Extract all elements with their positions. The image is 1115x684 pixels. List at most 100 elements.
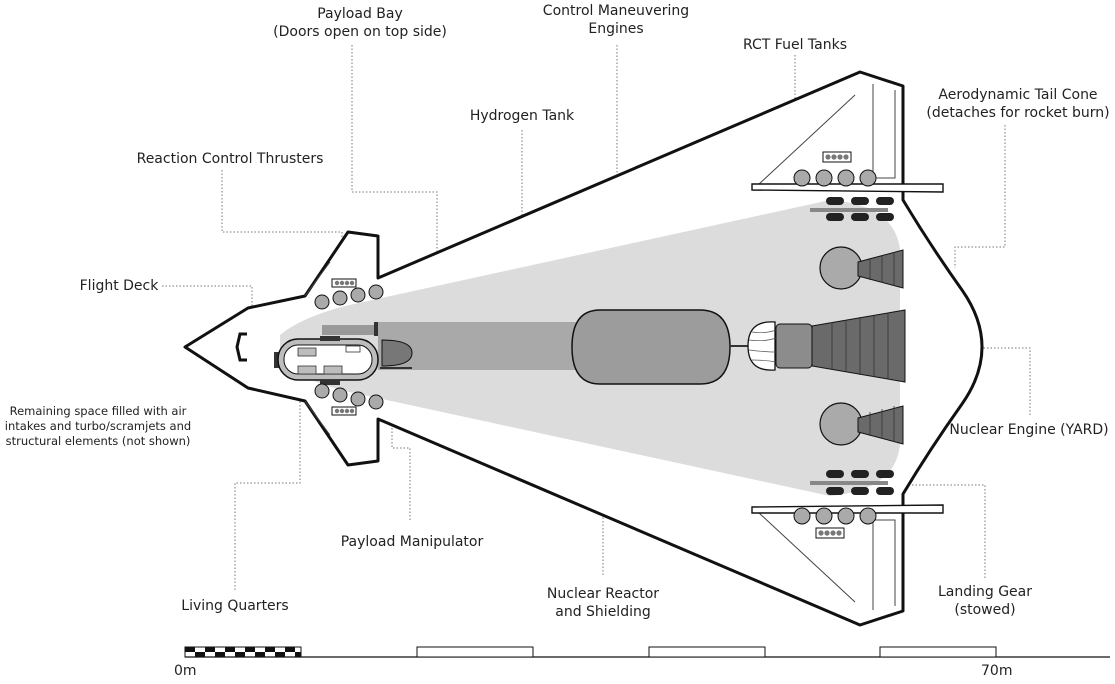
main-engine-ribs — [831, 313, 889, 379]
front-pack-lower-1 — [334, 408, 340, 414]
fin-panels — [304, 84, 896, 610]
front-rcs-upper — [314, 284, 384, 310]
reactor-shield-ribs — [748, 329, 777, 363]
rct-fuel-pack-upper — [822, 151, 852, 163]
landing-gear-lower — [810, 470, 894, 495]
upper-wing-edge — [757, 94, 856, 186]
rct-pack-upper-1 — [825, 154, 831, 160]
remaining-space-line-3: structural elements (not shown) — [5, 434, 191, 448]
nuclear-reactor-line-2: and Shielding — [555, 604, 651, 620]
front-rct-pack-upper — [331, 278, 357, 288]
checker-2 — [195, 652, 205, 657]
payload-bay-block — [378, 322, 576, 370]
front-pack-lower-2 — [339, 408, 345, 414]
payload-bay-line-1: Payload Bay — [317, 6, 403, 22]
rct-pack-upper-box — [822, 151, 852, 163]
checker-4 — [215, 652, 225, 657]
front-rcs-lower — [314, 383, 384, 410]
checker-5 — [225, 647, 235, 652]
leader-payload-manipulator — [391, 372, 411, 520]
bunk-4 — [345, 345, 361, 353]
rct-fuel-tanks-line-1: RCT Fuel Tanks — [742, 37, 847, 53]
leader-nuclear-engine — [905, 347, 1031, 415]
label-hydrogen-tank: Hydrogen Tank — [460, 107, 584, 125]
upper-control-engine — [819, 246, 863, 290]
rear-rcs-u3 — [837, 169, 855, 187]
living-quarters-line-1: Living Quarters — [181, 598, 289, 614]
checker-7 — [245, 647, 255, 652]
flight-deck-panel — [274, 352, 279, 368]
dock-post — [374, 322, 378, 336]
checker-12 — [295, 652, 301, 657]
checker-1 — [185, 647, 195, 652]
flight-deck-line-1: Flight Deck — [79, 278, 159, 294]
checker-6 — [235, 652, 245, 657]
rct-pack-upper-3 — [837, 154, 843, 160]
gear-lower-wheel-1 — [826, 470, 844, 478]
label-remaining-space: Remaining space filled with air intakes … — [0, 404, 196, 449]
front-rcs-u2 — [332, 290, 348, 306]
front-pack-lower-4 — [349, 408, 355, 414]
leader-landing-gear — [842, 480, 986, 578]
upper-control-ribs — [869, 252, 895, 286]
front-rcs-l4 — [368, 394, 384, 410]
tail-cone-line-1: Aerodynamic Tail Cone — [938, 87, 1098, 103]
hatch-top — [320, 336, 340, 341]
scale-segment-2 — [416, 646, 534, 658]
tail-cone-line-2: (detaches for rocket burn) — [926, 105, 1110, 121]
gear-upper-wheel-1 — [826, 197, 844, 205]
hydrogen-tank-shape — [571, 309, 731, 385]
rear-rcs-u2 — [815, 169, 833, 187]
rct-fuel-pack-lower — [815, 527, 845, 539]
label-flight-deck: Flight Deck — [72, 277, 166, 295]
rib-1 — [751, 329, 777, 334]
payload-bay-strip — [322, 325, 378, 335]
gear-lower-wheel-6 — [876, 487, 894, 495]
lower-fin-panel — [872, 519, 896, 610]
lower-control-ribs — [869, 406, 895, 442]
rear-rcs-u1 — [793, 169, 811, 187]
front-rcs-u4 — [368, 284, 384, 300]
label-aerodynamic-tail-cone: Aerodynamic Tail Cone (detaches for rock… — [918, 86, 1115, 122]
rear-rcs-l4 — [859, 507, 877, 525]
gear-upper-wheel-2 — [851, 197, 869, 205]
control-engines-line-1: Control Maneuvering — [542, 3, 690, 19]
gear-lower-strut — [810, 481, 888, 485]
label-rct-fuel-tanks: RCT Fuel Tanks — [730, 36, 860, 54]
rct-pack-upper-2 — [831, 154, 837, 160]
bunk-1 — [297, 347, 317, 357]
front-rcs-l1 — [314, 383, 330, 399]
control-engines-line-2: Engines — [588, 21, 644, 37]
gear-upper-wheel-3 — [876, 197, 894, 205]
nuclear-reactor-line-1: Nuclear Reactor — [546, 586, 660, 602]
scale-start-label: 0m — [174, 663, 197, 679]
label-nuclear-engine: Nuclear Engine (YARD) — [946, 421, 1112, 439]
front-pack-upper-3 — [344, 280, 350, 286]
payload-manipulator-shape — [381, 339, 413, 367]
rear-rcs-l3 — [837, 507, 855, 525]
remaining-space-line-2: intakes and turbo/scramjets and — [4, 419, 192, 433]
leader-living-quarters — [234, 378, 301, 590]
gear-upper-wheel-5 — [851, 213, 869, 221]
rear-rcs-l1 — [793, 507, 811, 525]
leader-rct-thrusters — [221, 170, 343, 240]
rct-pack-lower-2 — [824, 530, 830, 536]
leader-tail-cone — [954, 125, 1006, 268]
leader-payload-bay — [351, 45, 438, 322]
flight-deck-window — [235, 332, 247, 362]
rear-rcs-l2 — [815, 507, 833, 525]
front-pack-upper-1 — [334, 280, 340, 286]
upper-control-nozzle — [857, 249, 904, 289]
front-pack-upper-4 — [349, 280, 355, 286]
checker-8 — [255, 652, 265, 657]
front-fin-upper-edge — [304, 261, 331, 297]
rib-4 — [751, 359, 777, 363]
scale-segment-3 — [648, 646, 766, 658]
rct-pack-lower-4 — [836, 530, 842, 536]
lower-wing-edge — [757, 511, 856, 603]
rct-pack-upper-4 — [843, 154, 849, 160]
checker-9 — [265, 647, 275, 652]
hatch-bottom — [320, 380, 340, 385]
